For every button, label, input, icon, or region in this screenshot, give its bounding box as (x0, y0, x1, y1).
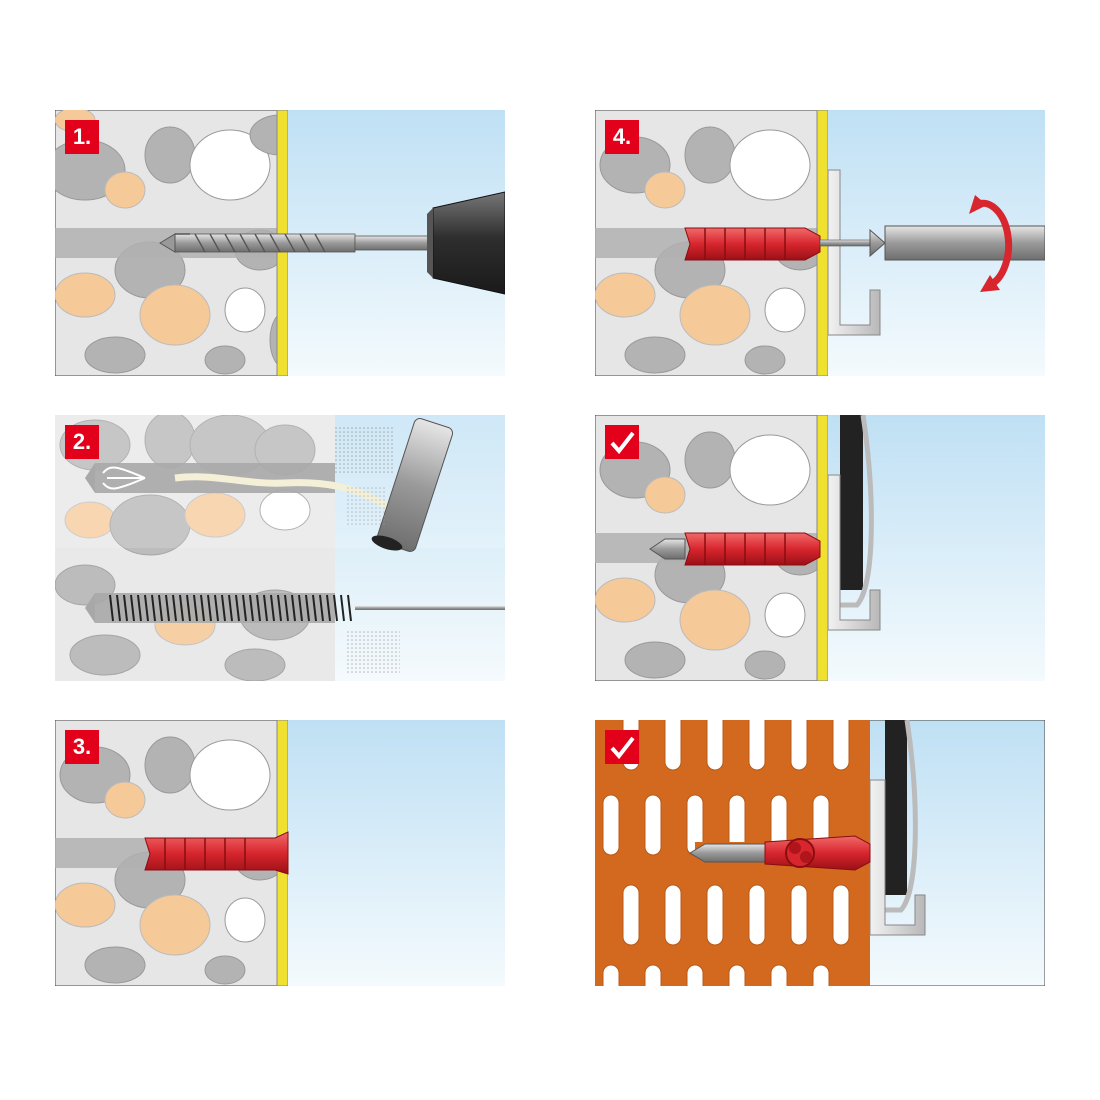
screw-illustration (595, 110, 1045, 376)
step-1-drill-panel: 1. (55, 110, 505, 376)
clean-illustration (55, 415, 505, 681)
step-2-clean-panel: 2. (55, 415, 505, 681)
step-number-badge: 1. (65, 120, 99, 154)
step-number-badge: 3. (65, 730, 99, 764)
checkmark-icon (605, 730, 639, 764)
installed-anchor-brick-illustration (595, 720, 1045, 986)
installed-anchor-concrete-illustration (595, 415, 1045, 681)
step-4-screw-panel: 4. (595, 110, 1045, 376)
done-concrete-panel (595, 415, 1045, 681)
checkmark-icon (605, 425, 639, 459)
insert-illustration (55, 720, 505, 986)
step-number-badge: 4. (605, 120, 639, 154)
drill-illustration (55, 110, 505, 376)
step-3-insert-panel: 3. (55, 720, 505, 986)
done-brick-panel (595, 720, 1045, 986)
step-number-badge: 2. (65, 425, 99, 459)
